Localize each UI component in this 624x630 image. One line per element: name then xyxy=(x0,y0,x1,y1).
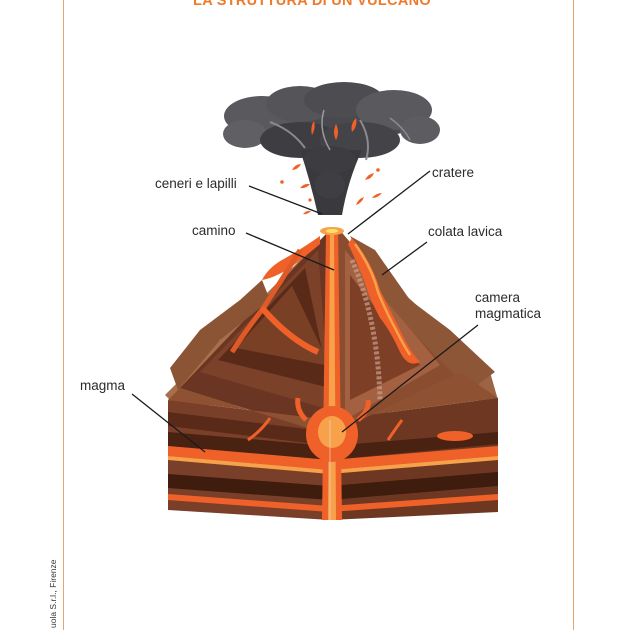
page-frame-right xyxy=(573,0,574,630)
magma-conduit xyxy=(259,227,371,520)
label-colata-lavica: colata lavica xyxy=(428,224,503,239)
lava-sparks xyxy=(280,118,382,215)
ash-cloud xyxy=(223,82,440,215)
label-camera-magmatica: camera magmatica xyxy=(475,290,541,322)
label-camino: camino xyxy=(192,223,236,238)
label-ceneri-e-lapilli: ceneri e lapilli xyxy=(155,176,237,191)
label-camera-line2: magmatica xyxy=(475,306,542,321)
label-cratere: cratere xyxy=(432,165,475,180)
leader-line-camino xyxy=(245,232,335,271)
publisher-credit: uola S.r.l., Firenze xyxy=(48,559,58,628)
label-camera-line1: camera xyxy=(475,290,521,305)
leader-line-ceneri xyxy=(248,185,323,215)
leader-line-colata xyxy=(381,241,428,276)
leader-line-cratere xyxy=(347,170,431,235)
page-title: LA STRUTTURA DI UN VULCANO xyxy=(193,0,431,9)
leader-line-magma xyxy=(131,393,206,453)
page-frame-left xyxy=(63,0,64,630)
leader-line-camera xyxy=(341,324,479,433)
label-magma: magma xyxy=(80,378,126,393)
leader-lines xyxy=(131,170,479,453)
rock-block xyxy=(168,372,498,520)
